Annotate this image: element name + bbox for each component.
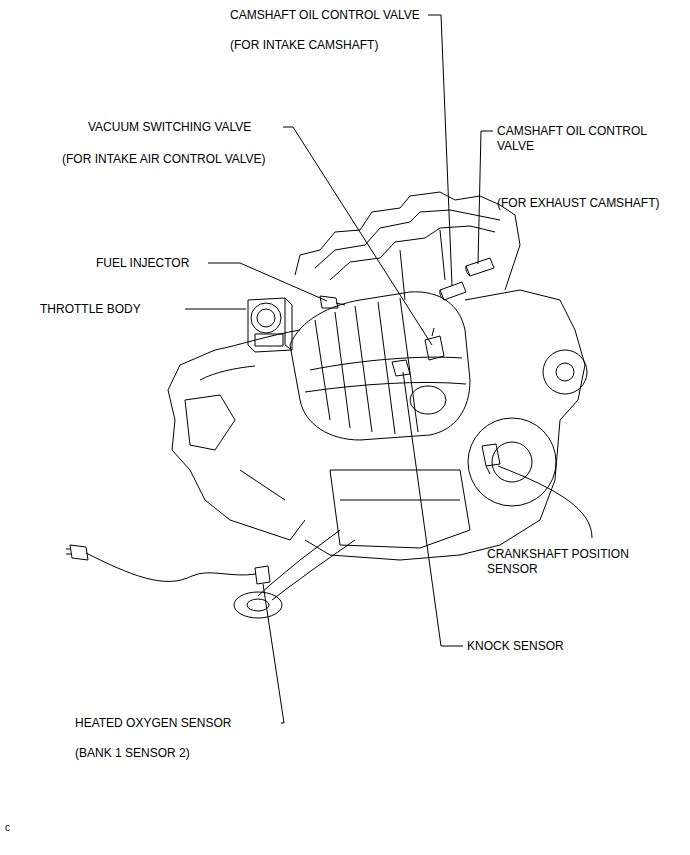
oil-pan bbox=[330, 470, 470, 548]
camshaft-ocv-intake bbox=[440, 282, 466, 300]
transaxle-detail bbox=[185, 366, 285, 500]
throttle-body bbox=[248, 298, 292, 352]
part-label: CAMSHAFT OIL CONTROL VALVE bbox=[230, 8, 420, 23]
vacuum-switching-valve bbox=[425, 328, 444, 360]
intake-port bbox=[410, 386, 446, 414]
part-label: FUEL INJECTOR bbox=[96, 256, 189, 271]
throttle-bore bbox=[251, 303, 281, 333]
part-label: THROTTLE BODY bbox=[40, 302, 141, 317]
leader-line bbox=[403, 372, 463, 646]
throttle-bore-inner bbox=[257, 309, 275, 327]
valve-cover-outline bbox=[295, 192, 520, 290]
leader-line bbox=[498, 466, 592, 538]
oxygen-sensor-connector bbox=[66, 545, 88, 560]
exhaust-flange bbox=[234, 592, 282, 618]
accessory-pulley bbox=[543, 350, 587, 394]
leader-line bbox=[208, 263, 327, 301]
part-label: (FOR EXHAUST CAMSHAFT) bbox=[497, 196, 659, 211]
crank-pulley-hub bbox=[492, 442, 532, 482]
part-label: CAMSHAFT OIL CONTROL VALVE bbox=[497, 124, 662, 154]
engine-block-outline bbox=[305, 290, 585, 560]
figure-code: c bbox=[5, 820, 10, 835]
accessory-pulley-hub bbox=[556, 363, 574, 381]
part-label: (BANK 1 SENSOR 2) bbox=[75, 746, 190, 761]
part-label: HEATED OXYGEN SENSOR bbox=[75, 716, 231, 731]
part-label: (FOR INTAKE CAMSHAFT) bbox=[230, 38, 378, 53]
leader-line bbox=[263, 584, 284, 723]
exhaust-pipe bbox=[258, 530, 355, 600]
knock-sensor bbox=[392, 360, 410, 376]
transaxle-outline bbox=[168, 330, 305, 540]
camshaft-ocv-exhaust bbox=[466, 258, 494, 276]
leader-line bbox=[185, 309, 246, 310]
part-label: (FOR INTAKE AIR CONTROL VALVE) bbox=[62, 152, 266, 167]
leader-line bbox=[428, 15, 452, 286]
intake-runners bbox=[305, 298, 466, 434]
crankshaft-position-sensor bbox=[482, 444, 500, 474]
throttle-motor bbox=[255, 334, 283, 346]
valve-cover-ribs bbox=[315, 210, 500, 300]
intake-manifold-outline bbox=[290, 292, 470, 440]
oxygen-sensor bbox=[255, 566, 270, 584]
part-label: VACUUM SWITCHING VALVE bbox=[88, 120, 251, 135]
leader-line bbox=[283, 127, 432, 345]
part-label: KNOCK SENSOR bbox=[467, 639, 564, 654]
part-label: CRANKSHAFT POSITION SENSOR bbox=[487, 547, 647, 577]
leader-line bbox=[478, 131, 493, 264]
crank-pulley bbox=[468, 418, 556, 506]
oxygen-sensor-harness bbox=[86, 553, 256, 581]
fuel-injector bbox=[320, 296, 345, 308]
